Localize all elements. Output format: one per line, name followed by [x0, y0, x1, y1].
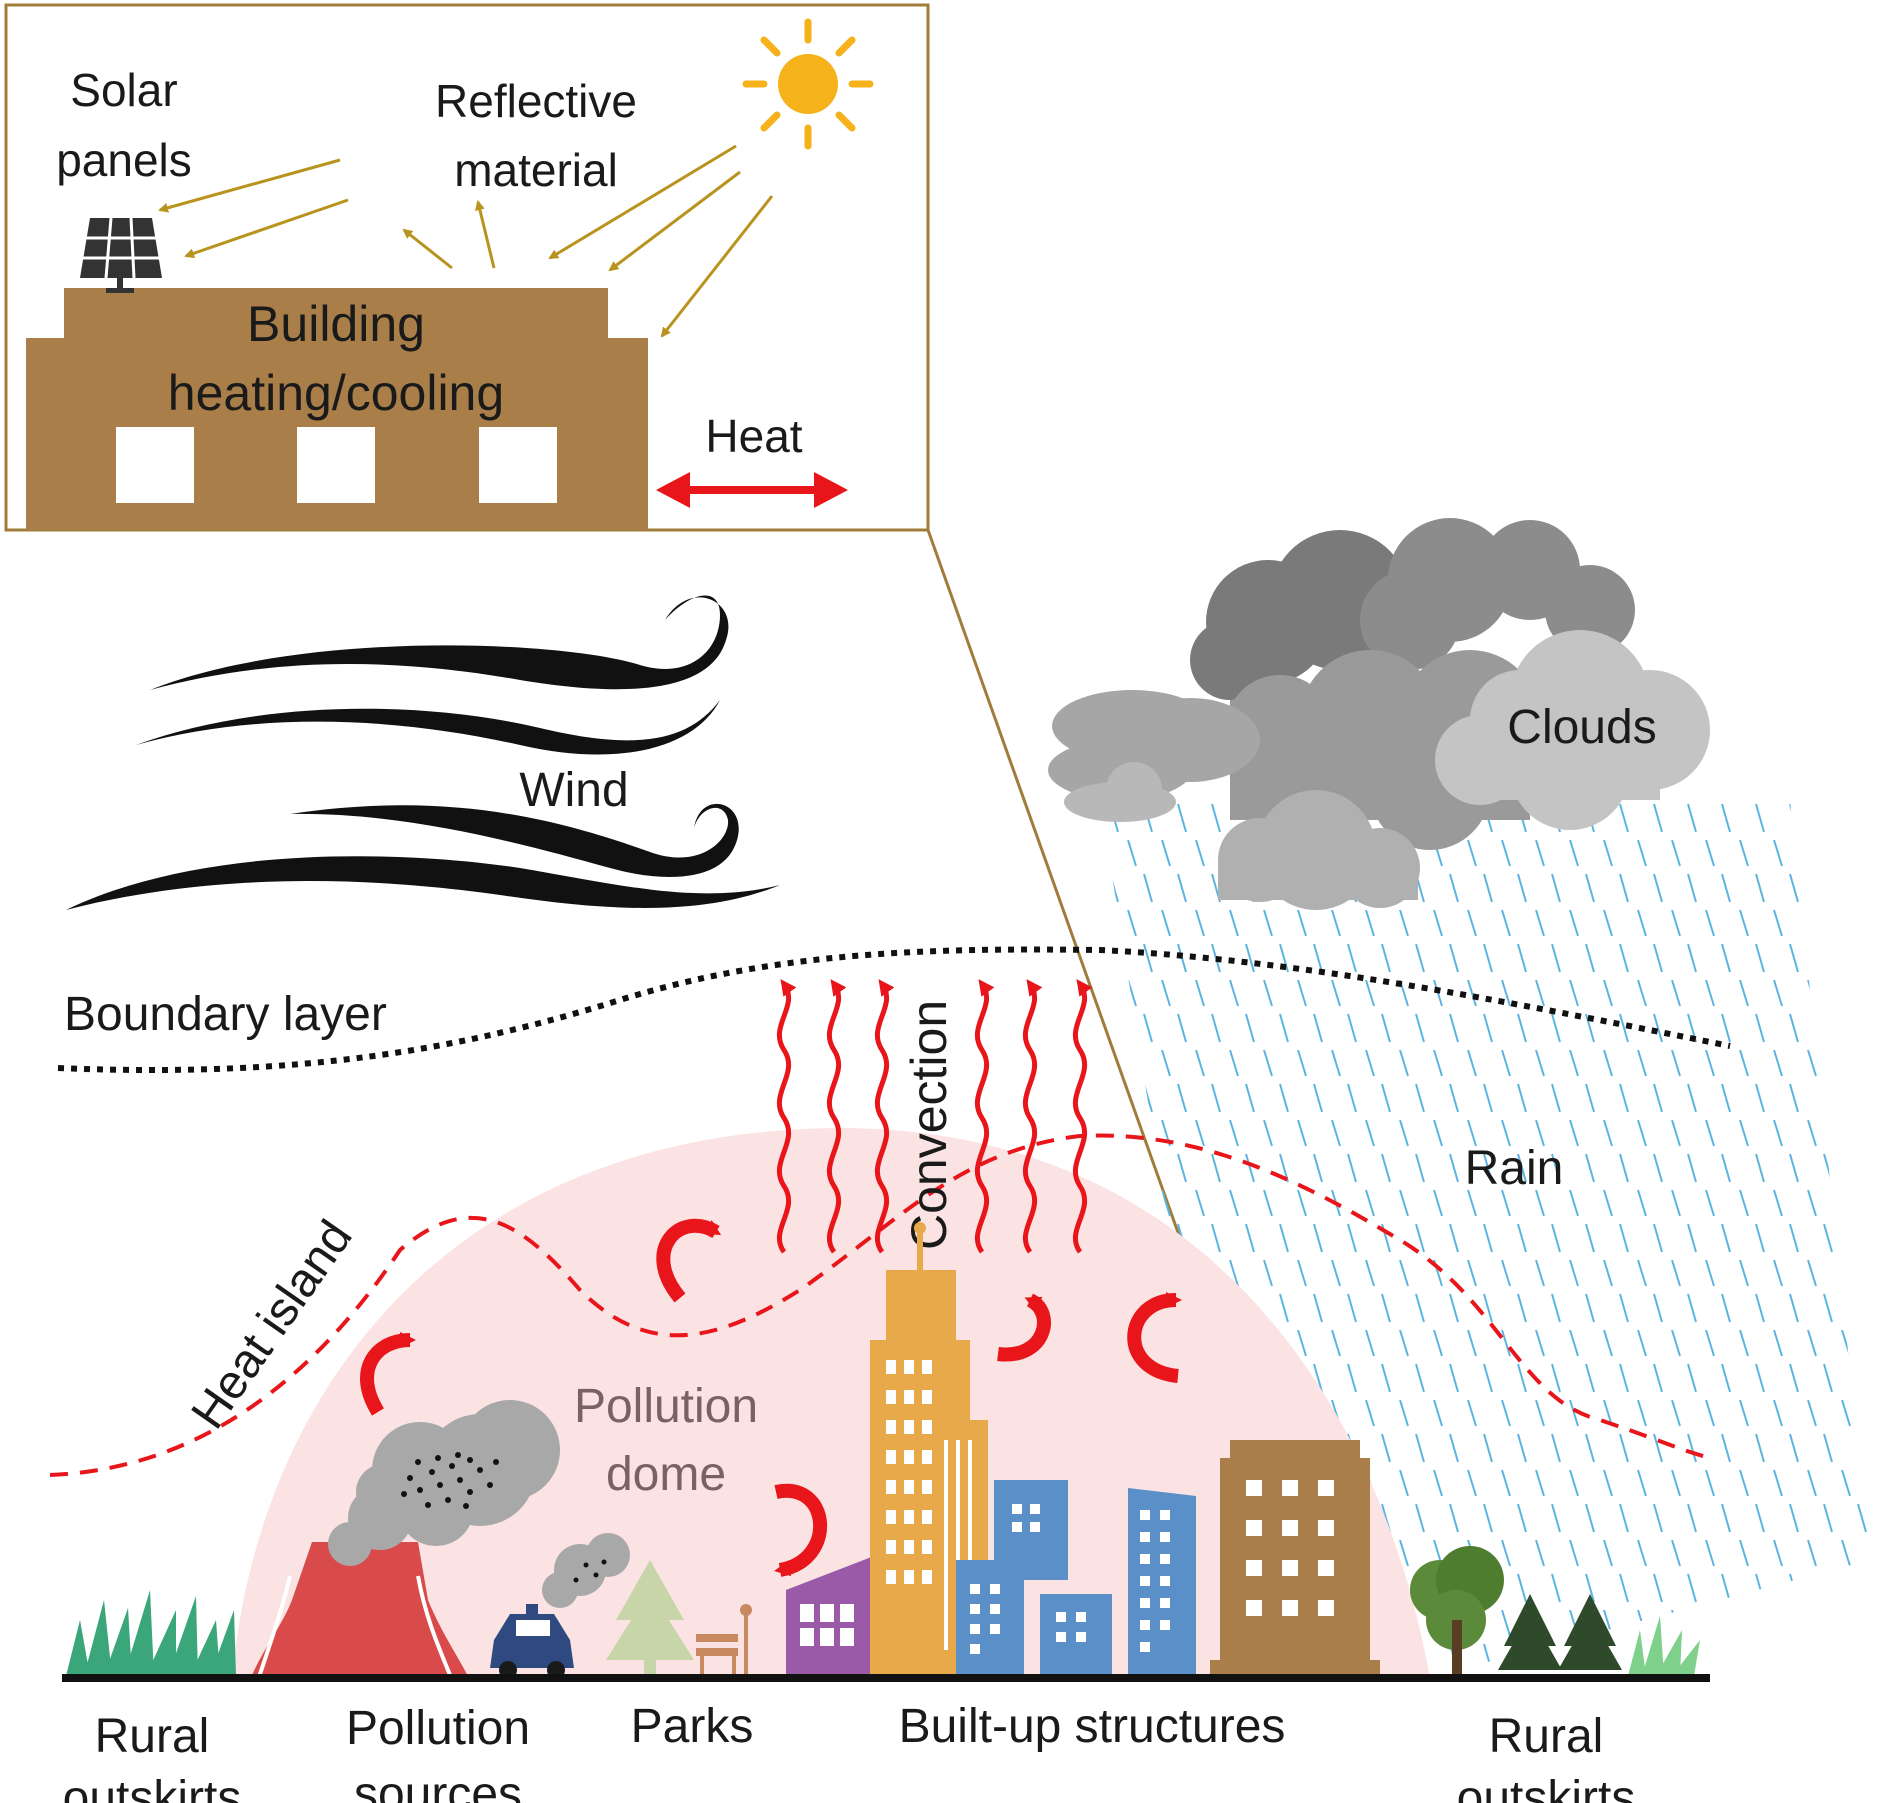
reflective-material-label-line2: material: [454, 144, 618, 196]
rural-outskirts-right-label-line2: outskirts: [1457, 1772, 1636, 1803]
inset-building: [26, 288, 648, 530]
rural-outskirts-left-label-line2: outskirts: [63, 1772, 242, 1803]
building-label-line1: Building: [247, 296, 425, 352]
rain-label: Rain: [1465, 1142, 1564, 1195]
park-bench-icon: [696, 1604, 752, 1676]
clouds-label: Clouds: [1507, 701, 1656, 754]
pollution-sources-label-line2: sources: [354, 1768, 522, 1803]
purple-building: [786, 1556, 880, 1680]
solar-panels-label-line1: Solar: [70, 64, 177, 116]
convection-arrows: [776, 979, 1093, 1254]
building-window: [479, 427, 557, 503]
grass-icon: [66, 1590, 236, 1676]
solar-panel-icon: [80, 217, 162, 293]
built-up-structures-label: Built-up structures: [899, 1700, 1286, 1753]
rural-outskirts-right-label-line1: Rural: [1489, 1710, 1604, 1763]
park-tree-icon: [606, 1560, 694, 1676]
brown-building: [1210, 1440, 1380, 1680]
heat-double-arrow: [656, 472, 848, 508]
blue-buildings: [956, 1480, 1196, 1680]
boundary-layer-label: Boundary layer: [64, 988, 387, 1041]
heat-label: Heat: [705, 410, 802, 462]
rural-outskirts-left-label-line1: Rural: [95, 1710, 210, 1763]
smoke-cloud-icon: [328, 1400, 560, 1566]
circulation-arrows: [360, 1219, 1182, 1577]
convection-label: Convection: [901, 1000, 957, 1250]
wind-icon: [66, 595, 780, 910]
building-label-line2: heating/cooling: [168, 365, 504, 421]
inset-panel: Solar panels Reflective material Buildin…: [4, 3, 930, 532]
clouds-icon: [1048, 518, 1710, 910]
car-icon: [490, 1533, 630, 1679]
pollution-dome-label-line2: dome: [606, 1448, 726, 1501]
wind-label: Wind: [519, 764, 628, 817]
solar-panels-label-line2: panels: [56, 134, 192, 186]
building-window: [297, 427, 375, 503]
rural-trees-icon: [1410, 1546, 1700, 1676]
heat-island-line: [49, 1133, 1711, 1477]
solar-radiation-arrows: [158, 144, 774, 338]
pollution-sources-label-line1: Pollution: [346, 1702, 530, 1755]
pollution-dome-label-line1: Pollution: [574, 1380, 758, 1433]
reflective-material-label-line1: Reflective: [435, 75, 637, 127]
ground-line: [62, 1674, 1710, 1682]
boundary-layer-line: [57, 946, 1731, 1073]
sun-icon: [742, 18, 874, 150]
parks-label: Parks: [631, 1700, 754, 1753]
smoke-particles: [401, 1452, 499, 1509]
building-window: [116, 427, 194, 503]
factory-icon: [250, 1542, 470, 1681]
